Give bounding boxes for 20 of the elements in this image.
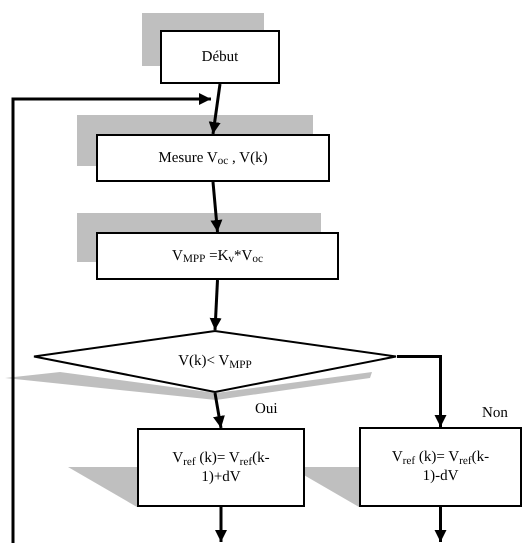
process-box — [96, 232, 339, 280]
process-box — [359, 427, 522, 507]
start-box — [160, 30, 280, 84]
node-text: Début — [200, 48, 240, 66]
arrow — [210, 182, 222, 232]
arrow — [210, 280, 222, 330]
node-text: V$_{ref}$ (k)= V$_{ref}$(k-1)+dV — [171, 448, 271, 486]
decision-diamond — [33, 330, 397, 393]
arrow — [213, 392, 225, 428]
arrow — [397, 355, 446, 427]
process-box — [96, 134, 330, 182]
node-text: Mesure V$_{oc}$ , V(k) — [157, 148, 269, 168]
process-box — [137, 428, 305, 507]
arrow — [434, 507, 446, 542]
arrow — [215, 507, 227, 542]
node-text: V(k)< V$_{MPP}$ — [177, 352, 253, 371]
node-text: V$_{ref}$ (k)= V$_{ref}$(k-1)-dV — [390, 448, 490, 486]
node-text: V$_{MPP}$ =K$_{v}$*V$_{oc}$ — [170, 246, 264, 266]
arrow — [12, 93, 211, 543]
arrow — [208, 84, 222, 134]
